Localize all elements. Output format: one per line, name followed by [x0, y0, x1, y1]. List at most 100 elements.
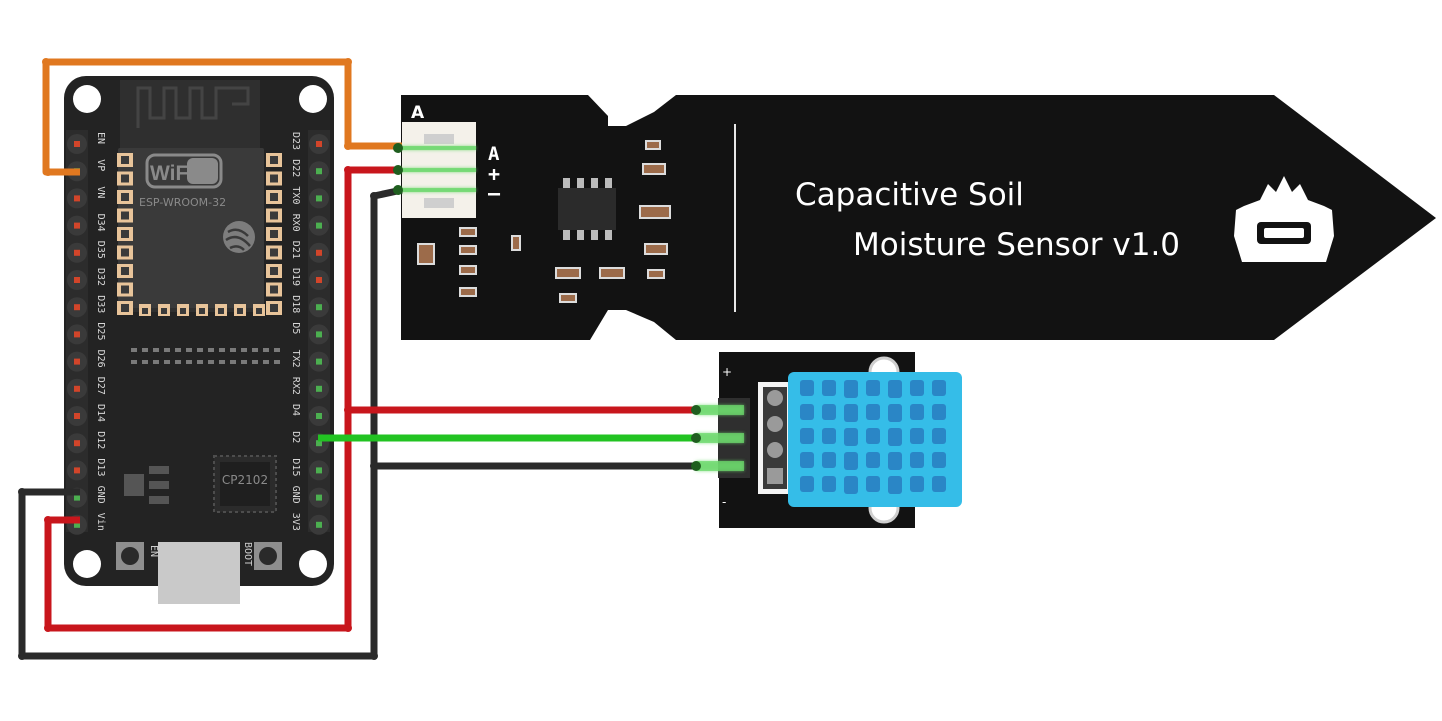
grille-hole	[888, 428, 902, 446]
smd-part	[642, 163, 666, 175]
grille-hole	[800, 428, 814, 444]
sensor-title-line1: Capacitive Soil	[795, 177, 1024, 213]
grille-hole	[910, 476, 924, 492]
minus-label: -	[722, 495, 726, 509]
connector-pin-labels: A + –	[488, 143, 501, 205]
left-pin-labels: ENVPVND34D35D32D33D25D26D27D14D12D13GNDV…	[95, 132, 106, 531]
capacitive-soil-moisture-sensor: A A + – Capacitive Soil Moisture Sensor …	[401, 95, 1436, 340]
pin-dot	[316, 222, 322, 229]
grille-hole	[866, 380, 880, 396]
smd-part	[559, 293, 577, 303]
grille-hole	[910, 380, 924, 396]
grille-hole	[800, 404, 814, 420]
svg-text:WiFi: WiFi	[150, 162, 194, 185]
grille-hole	[844, 380, 858, 398]
pin-label: TX2	[290, 350, 301, 368]
smd-part	[644, 243, 668, 255]
pin-dot	[316, 440, 322, 447]
red-wire-soil-vcc	[44, 166, 402, 632]
pin-dot	[74, 141, 80, 147]
smd-part	[511, 235, 521, 251]
pin-dot	[74, 195, 80, 202]
sensor-ic	[558, 178, 616, 240]
pin-label: D14	[95, 404, 106, 422]
pin-label: D2	[290, 431, 301, 443]
pin-label: D34	[95, 214, 106, 232]
smd-part	[599, 267, 625, 279]
boot-button[interactable]: BOOT	[242, 542, 282, 570]
grille-hole	[844, 476, 858, 494]
grille-hole	[822, 404, 836, 420]
svg-text:A: A	[488, 143, 500, 165]
grille-hole	[844, 452, 858, 470]
pin-dot	[74, 249, 80, 256]
pin-label: D27	[95, 377, 106, 395]
pin-label: D18	[290, 295, 301, 313]
wire-end-highlights	[398, 146, 744, 471]
grille-hole	[822, 476, 836, 492]
pin-dot	[316, 331, 322, 338]
pin-label: D12	[95, 431, 106, 449]
grille-hole	[866, 404, 880, 420]
grille-hole	[888, 476, 902, 494]
mounting-hole	[299, 85, 327, 113]
grille-hole	[844, 404, 858, 422]
pin-dot	[74, 222, 80, 229]
pin-dot	[74, 440, 80, 447]
module-name: ESP-WROOM-32	[139, 196, 226, 209]
pin-dot	[74, 413, 80, 419]
pin-label: GND	[290, 486, 301, 504]
svg-text:CP2102: CP2102	[222, 473, 268, 487]
pin-label: D35	[95, 241, 106, 259]
pin-label: EN	[95, 132, 106, 144]
smd-part	[417, 243, 435, 265]
svg-text:BOOT: BOOT	[242, 542, 253, 566]
smd-part	[459, 265, 477, 275]
corner-label: A	[411, 103, 425, 123]
pin-label: D15	[290, 458, 301, 476]
pin-label: D21	[290, 241, 301, 259]
cp2102-chip: CP2102	[213, 455, 277, 513]
grille-hole	[822, 428, 836, 444]
smd-dot-row	[131, 348, 280, 364]
esp32-board: WiFi ESP-WROOM-32 CP2102	[64, 76, 334, 604]
pin-dot	[74, 467, 80, 474]
pin-dot	[74, 521, 80, 528]
grille-hole	[910, 404, 924, 420]
pin-label: D32	[95, 268, 106, 286]
en-button[interactable]: EN	[116, 542, 159, 570]
grille-hole	[866, 476, 880, 492]
grille-hole	[932, 404, 946, 420]
pin-label: D19	[290, 268, 301, 286]
pin-label: 3V3	[290, 513, 301, 531]
grille-hole	[866, 428, 880, 444]
wifi-logo: WiFi	[145, 153, 223, 189]
sensor-title-line2: Moisture Sensor v1.0	[853, 227, 1180, 263]
left-header-pins	[67, 134, 87, 535]
grille-hole	[800, 476, 814, 492]
pin-label: TX0	[290, 186, 301, 204]
mounting-hole	[73, 85, 101, 113]
dht11-module: + -	[718, 352, 962, 528]
smd-part	[459, 287, 477, 297]
grille-hole	[822, 452, 836, 468]
pin-dot	[316, 413, 322, 419]
voltage-regulator	[124, 466, 169, 504]
pin-dot	[316, 385, 322, 392]
right-header-pins	[309, 134, 329, 535]
pin-dot	[316, 494, 322, 501]
pin-label: VN	[95, 186, 106, 198]
pin-dot	[74, 304, 80, 311]
pin-label: D4	[290, 404, 301, 416]
smd-part	[645, 140, 661, 150]
grille-hole	[932, 428, 946, 444]
pin-label: D23	[290, 132, 301, 150]
mounting-hole	[73, 550, 101, 578]
grille-hole	[888, 380, 902, 398]
pin-dot	[74, 358, 80, 365]
grille-hole	[932, 380, 946, 396]
svg-text:EN: EN	[148, 545, 159, 557]
pin-label: D25	[95, 322, 106, 340]
pin-dot	[316, 521, 322, 528]
antenna-trace	[136, 86, 250, 128]
